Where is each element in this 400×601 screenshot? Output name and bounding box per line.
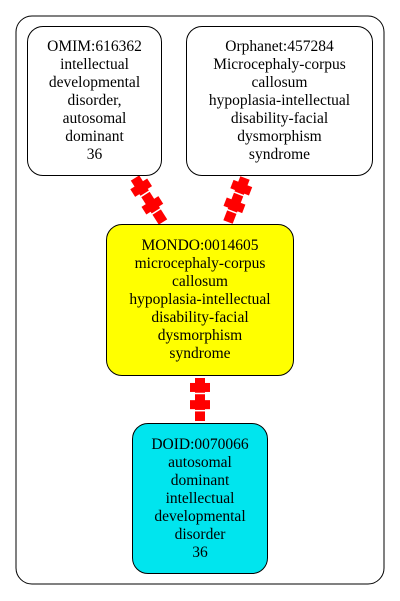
orphanet-line-3: callosum: [251, 74, 308, 91]
mondo-line-7: syndrome: [169, 345, 231, 362]
edge-layer: [130, 175, 253, 421]
mondo-line-2: microcephaly-corpus: [134, 255, 266, 272]
omim-line-6: dominant: [65, 128, 124, 145]
doid-line-2: autosomal: [168, 453, 232, 471]
doid-line-3: dominant: [170, 471, 230, 489]
omim-line-1: OMIM:616362: [47, 38, 142, 55]
omim-line-2: intellectual: [60, 56, 129, 73]
omim-line-3: developmental: [48, 74, 141, 91]
orphanet-line-4: hypoplasia-intellectual: [208, 92, 351, 109]
node-mondo[interactable]: MONDO:0014605 microcephaly-corpus callos…: [106, 224, 294, 376]
orphanet-line-5: disability-facial: [230, 110, 329, 127]
orphanet-line-2: Microcephaly-corpus: [213, 56, 346, 73]
orphanet-line-1: Orphanet:457284: [225, 38, 334, 55]
doid-line-7: 36: [192, 543, 208, 561]
omim-line-7: 36: [86, 146, 103, 163]
node-orphanet[interactable]: Orphanet:457284 Microcephaly-corpus call…: [186, 26, 373, 176]
mondo-line-6: dysmorphism: [157, 327, 243, 344]
mondo-line-4: hypoplasia-intellectual: [129, 291, 271, 308]
cluster-border: [15, 15, 385, 585]
doid-line-4: intellectual: [165, 489, 235, 507]
mondo-line-1: MONDO:0014605: [141, 237, 259, 254]
edge-mondo-to-doid: [190, 378, 210, 421]
omim-line-5: autosomal: [62, 110, 127, 127]
orphanet-line-6: dysmorphism: [237, 128, 322, 145]
doid-line-6: disorder: [174, 525, 226, 543]
omim-line-4: disorder,: [67, 92, 122, 109]
doid-line-5: developmental: [154, 507, 246, 525]
doid-line-1: DOID:0070066: [151, 435, 249, 453]
edge-orphanet-to-mondo: [223, 176, 253, 224]
mondo-line-3: callosum: [172, 273, 228, 290]
node-doid[interactable]: DOID:0070066 autosomal dominant intellec…: [132, 423, 268, 574]
mondo-line-5: disability-facial: [151, 309, 249, 326]
node-omim[interactable]: OMIM:616362 intellectual developmental d…: [27, 26, 162, 176]
edge-omim-to-mondo: [130, 175, 168, 225]
orphanet-line-7: syndrome: [248, 146, 311, 163]
